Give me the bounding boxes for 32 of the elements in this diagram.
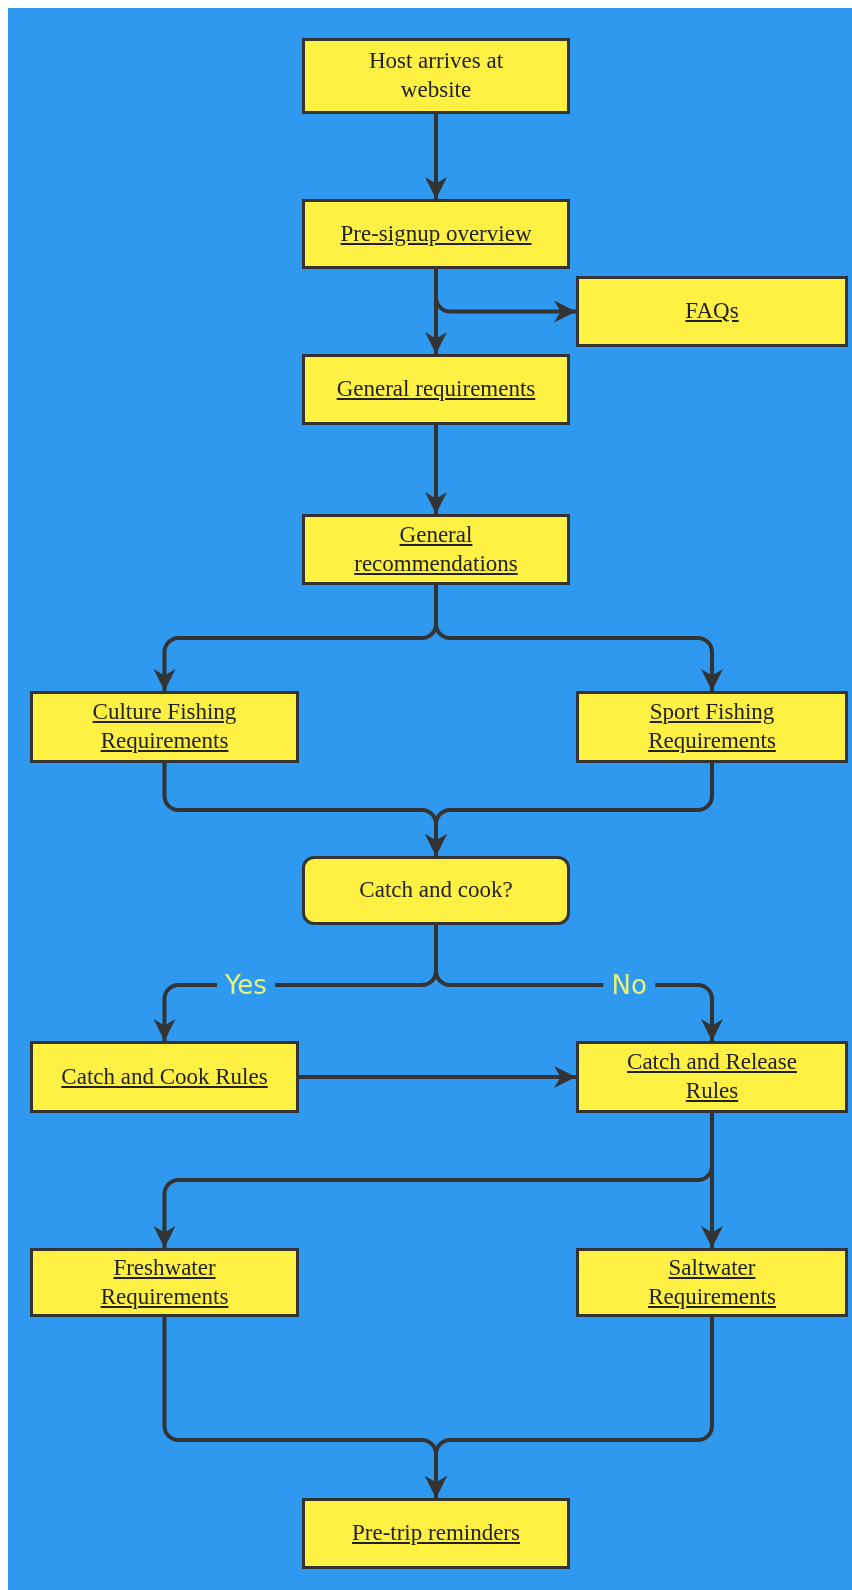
process-box — [302, 514, 570, 585]
node-text: Catch and cook? — [359, 876, 513, 905]
arrow — [434, 585, 723, 691]
process-box — [302, 199, 570, 269]
process-box — [302, 354, 570, 425]
process-box — [576, 1248, 848, 1317]
link-text: General recommendations — [353, 520, 519, 578]
process-box — [576, 276, 848, 347]
arrow — [701, 1113, 723, 1248]
link-text: Catch and Release Rules — [626, 1048, 798, 1105]
process-box — [30, 691, 299, 763]
link-text: Pre-signup overview — [340, 219, 532, 248]
link-text: Catch and Cook Rules — [61, 1062, 268, 1091]
process-box — [302, 1498, 570, 1569]
link-text: Culture Fishing Requirements — [91, 698, 238, 755]
process-box — [302, 38, 570, 114]
decision-box — [302, 856, 570, 925]
process-box — [576, 1041, 848, 1113]
arrow — [299, 1066, 576, 1088]
arrow — [425, 425, 447, 514]
node-text: Host arrives at website — [367, 47, 505, 104]
arrow — [434, 269, 576, 323]
link-text: Freshwater Requirements — [99, 1253, 230, 1311]
link-text: Pre-trip reminders — [352, 1519, 520, 1548]
link-text: Sport Fishing Requirements — [647, 698, 777, 755]
process-box — [576, 691, 848, 763]
process-box — [30, 1041, 299, 1113]
link-text: Saltwater Requirements — [647, 1253, 777, 1311]
link-text: General requirements — [336, 375, 536, 404]
arrow — [425, 114, 447, 199]
link-text: FAQs — [685, 297, 739, 326]
process-box — [30, 1248, 299, 1317]
